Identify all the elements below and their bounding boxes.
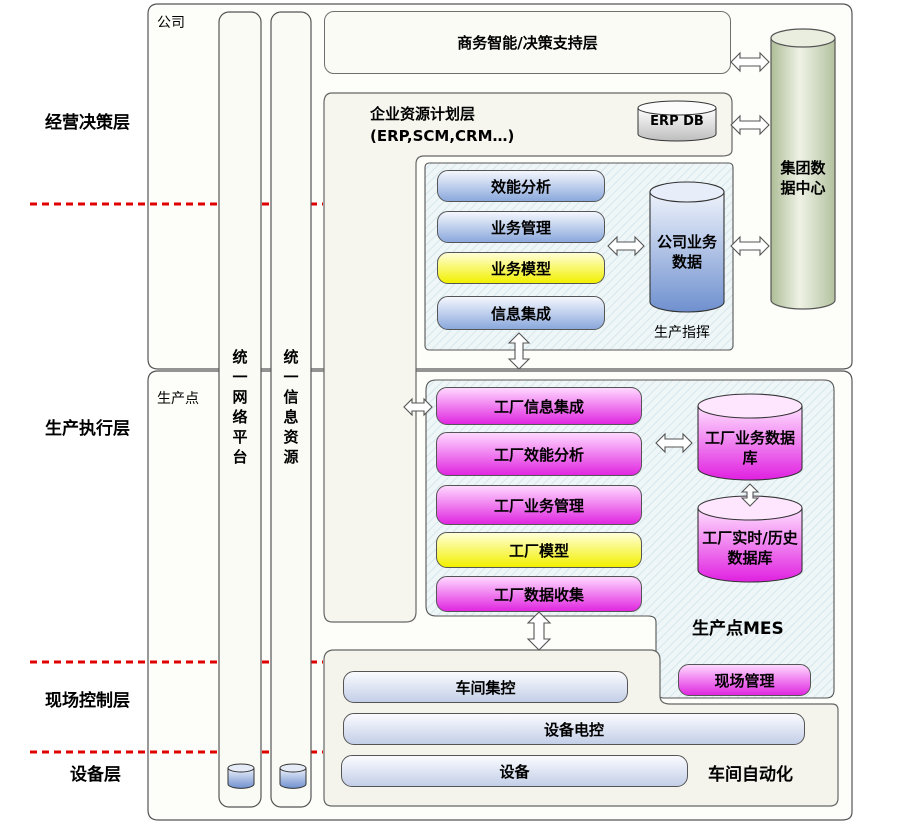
network-column-label: 统一网络平台 [232,348,248,466]
info-column-label: 统一信息资源 [283,348,299,466]
command-item: 效能分析 [437,170,605,202]
region-label-company: 公司 [157,15,185,31]
mes-region-label: 生产点MES [692,619,784,639]
erp-db-label: ERP DB [650,114,704,129]
site-management-item: 现场管理 [678,664,811,696]
group-dc-label: 集团数据中心 [780,159,826,197]
company-db-label: 公司业务数据 [656,233,717,271]
automation-item: 设备 [341,755,688,787]
erp-db-cylinder [637,100,717,142]
factory-hist-db-label: 工厂实时/历史数据库 [702,529,798,567]
erp-container [323,92,733,623]
layer-label-equipment: 设备层 [70,765,121,785]
factory-db-label: 工厂业务数据库 [704,429,795,467]
command-region-label: 生产指挥 [654,325,710,341]
erp-subtitle: (ERP,SCM,CRM…) [370,127,515,145]
info-column [270,11,312,808]
factory-hist-db-cylinder [697,495,803,583]
column-db-icons [227,763,307,789]
automation-item: 设备电控 [343,713,805,745]
region-label-production-point: 生产点 [157,391,199,407]
command-item: 信息集成 [437,296,605,330]
bi-layer-label: 商务智能/决策支持层 [457,34,598,52]
network-column [218,11,262,808]
erp-title: 企业资源计划层 [370,105,476,123]
automation-region-label: 车间自动化 [708,765,793,785]
layer-label-field-control: 现场控制层 [45,691,130,711]
layer-dividers [30,202,323,754]
factory-db-cylinder [697,393,803,481]
bi-layer-box: 商务智能/决策支持层 [324,11,731,74]
command-item: 业务管理 [437,211,605,243]
factory-item: 工厂数据收集 [436,576,642,612]
company-db-cylinder [649,181,725,313]
factory-item: 工厂效能分析 [436,432,642,476]
group-dc-cylinder [770,28,836,310]
factory-item: 工厂信息集成 [436,387,642,425]
double-arrows [403,51,770,651]
factory-item: 工厂模型 [436,532,642,568]
automation-item: 车间集控 [343,671,628,703]
factory-item: 工厂业务管理 [436,485,642,525]
layer-label-business: 经营决策层 [45,113,130,133]
command-item: 业务模型 [437,252,605,284]
layer-label-execution: 生产执行层 [45,419,130,439]
